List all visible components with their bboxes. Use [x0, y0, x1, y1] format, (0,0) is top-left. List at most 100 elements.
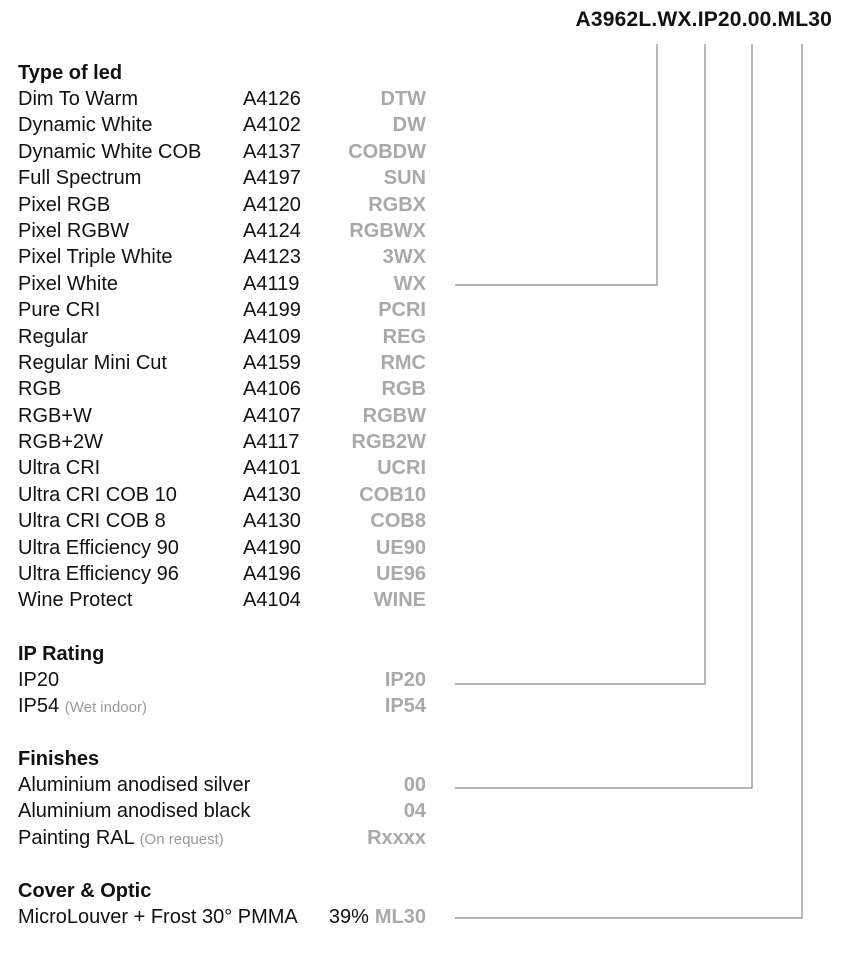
led-type-heading: Type of led [18, 62, 123, 84]
finish-row-name: Aluminium anodised silver [18, 772, 250, 798]
led-type-row-name: RGB+W [18, 403, 92, 429]
led-type-row-name: Regular Mini Cut [18, 350, 167, 376]
led-type-row-code-text: COB8 [370, 510, 426, 533]
led-type-row-label: Pixel White [18, 272, 119, 295]
led-type-row-code: COB10 [359, 482, 426, 508]
led-type-row-code-text: UCRI [377, 457, 426, 480]
led-type-row-ref: A4159 [243, 351, 301, 374]
led-type-row: Regular Mini Cut A4159 RMC [18, 350, 438, 376]
led-type-row-code-text: UE96 [375, 563, 426, 586]
finish-row-name: Aluminium anodised black [18, 798, 250, 824]
connector-ip-line [455, 44, 706, 685]
led-type-row-name: Pure CRI [18, 297, 100, 323]
ip-rating-row-label: IP20 [18, 669, 60, 691]
connector-cover-line [455, 44, 803, 919]
led-type-row-name: Dynamic White [18, 112, 152, 138]
led-type-row-code: 3WX [383, 244, 426, 270]
led-type-row-code: RGBWX [349, 218, 426, 244]
led-type-row: Pixel White A4119 WX [18, 271, 438, 297]
led-type-row-code-text: RGB2W [351, 431, 426, 454]
ip-rating-row: IP20 IP20 [18, 667, 438, 693]
led-type-row: Regular A4109 REG [18, 324, 438, 350]
ip-rating-heading: IP Rating [18, 643, 105, 665]
led-type-row-ref: A4119 [243, 272, 300, 295]
led-type-row-code-text: RGBX [368, 193, 426, 216]
ip-rating-row-name: IP20 [18, 667, 59, 693]
led-type-row-name: Ultra CRI COB 8 [18, 508, 166, 534]
led-type-row-code: REG [383, 324, 426, 350]
led-type-row-ref: A4120 [243, 193, 301, 216]
led-type-row-ref: A4109 [243, 325, 301, 348]
connector-finish-line [455, 44, 753, 789]
led-type-row-code: RGB2W [352, 429, 426, 455]
led-type-row-label: Ultra CRI COB 10 [18, 483, 177, 506]
led-type-row-ref: A4117 [243, 431, 300, 454]
ip-rating-row-note: (Wet indoor) [64, 699, 147, 717]
led-type-row-name: Dynamic White COB [18, 139, 201, 165]
led-type-row: Ultra CRI A4101 UCRI [18, 455, 438, 481]
led-type-row-code: WX [394, 271, 426, 297]
led-type-row-label: RGB [18, 378, 62, 401]
led-type-row: Ultra CRI COB 10 A4130 COB10 [18, 482, 438, 508]
led-type-section: Type of led Dim To Warm A4126 DTW Dynamic W… [18, 60, 438, 614]
led-type-row: Dim To Warm A4126 DTW [18, 86, 438, 112]
led-type-row-name: Pixel White [18, 271, 118, 297]
cover-optic-row-ref: 39% [328, 906, 369, 928]
led-type-row-code: RMC [380, 350, 426, 376]
led-type-row-name: Ultra CRI COB 10 [18, 482, 177, 508]
led-type-row: RGB+2W A4117 RGB2W [18, 429, 438, 455]
led-type-row: Pixel RGB A4120 RGBX [18, 192, 438, 218]
ip-rating-row-code: IP54 [385, 693, 426, 719]
led-type-row-name: Ultra Efficiency 90 [18, 535, 179, 561]
led-type-row-ref: A4199 [243, 299, 301, 322]
finish-row-label: Aluminium anodised black [18, 800, 251, 823]
led-type-row-label: Regular [18, 325, 89, 348]
led-type-row-code-text: 3WX [382, 246, 426, 269]
led-type-row-code: DTW [380, 86, 426, 112]
cover-optic-row-name: MicroLouver + Frost 30° PMMA [18, 904, 298, 930]
led-type-row-label: Pure CRI [18, 299, 101, 322]
led-type-row-code: WINE [374, 587, 426, 613]
led-type-row-label: Dim To Warm [18, 88, 138, 110]
led-type-row-label: Ultra CRI [18, 457, 101, 480]
led-type-row-name: Ultra CRI [18, 455, 100, 481]
led-type-row-name: Pixel RGB [18, 192, 110, 218]
cover-optic-heading: Cover & Optic [18, 880, 152, 902]
led-type-row-code-text: PCRI [378, 299, 426, 322]
led-type-row-name: Regular [18, 324, 88, 350]
finish-row-code-text: Rxxxx [367, 826, 426, 849]
cover-optic-row-code-text: ML30 [374, 906, 426, 928]
led-type-row-label: Wine Protect [18, 589, 133, 612]
finish-row: Aluminium anodised black 04 [18, 798, 438, 824]
cover-optic-row: MicroLouver + Frost 30° PMMA 39%ML30 [18, 904, 438, 930]
led-type-row-name: RGB+2W [18, 429, 103, 455]
led-type-row-ref: A4101 [243, 457, 301, 480]
led-type-row-code-text: SUN [383, 167, 426, 190]
ip-rating-row-code: IP20 [385, 667, 426, 693]
led-type-row-ref: A4130 [243, 510, 301, 533]
led-type-row-label: RGB+W [18, 404, 92, 427]
led-type-row-name: Wine Protect [18, 587, 132, 613]
cover-optic-row-code: 39%ML30 [329, 904, 426, 930]
led-type-row-code-text: WINE [373, 589, 426, 612]
ip-rating-row-label: IP54 [18, 695, 60, 718]
led-type-row-code: RGBW [363, 403, 426, 429]
led-type-row-name: Dim To Warm [18, 86, 138, 112]
led-type-row-ref: A4102 [243, 114, 301, 137]
led-type-row-label: Regular Mini Cut [18, 351, 167, 374]
finish-row-name: Painting RAL (On request) [18, 825, 224, 853]
led-type-row-ref: A4130 [243, 483, 301, 506]
finish-row-code-text: 04 [403, 800, 426, 823]
cover-optic-list: MicroLouver + Frost 30° PMMA 39%ML30 [18, 904, 438, 930]
led-type-row-ref: A4126 [243, 88, 301, 110]
led-type-row-label: Pixel RGBW [18, 219, 130, 242]
led-type-row-label: Ultra Efficiency 90 [18, 536, 179, 559]
led-type-row: Ultra CRI COB 8 A4130 COB8 [18, 508, 438, 534]
led-type-row-ref: A4124 [243, 219, 301, 242]
